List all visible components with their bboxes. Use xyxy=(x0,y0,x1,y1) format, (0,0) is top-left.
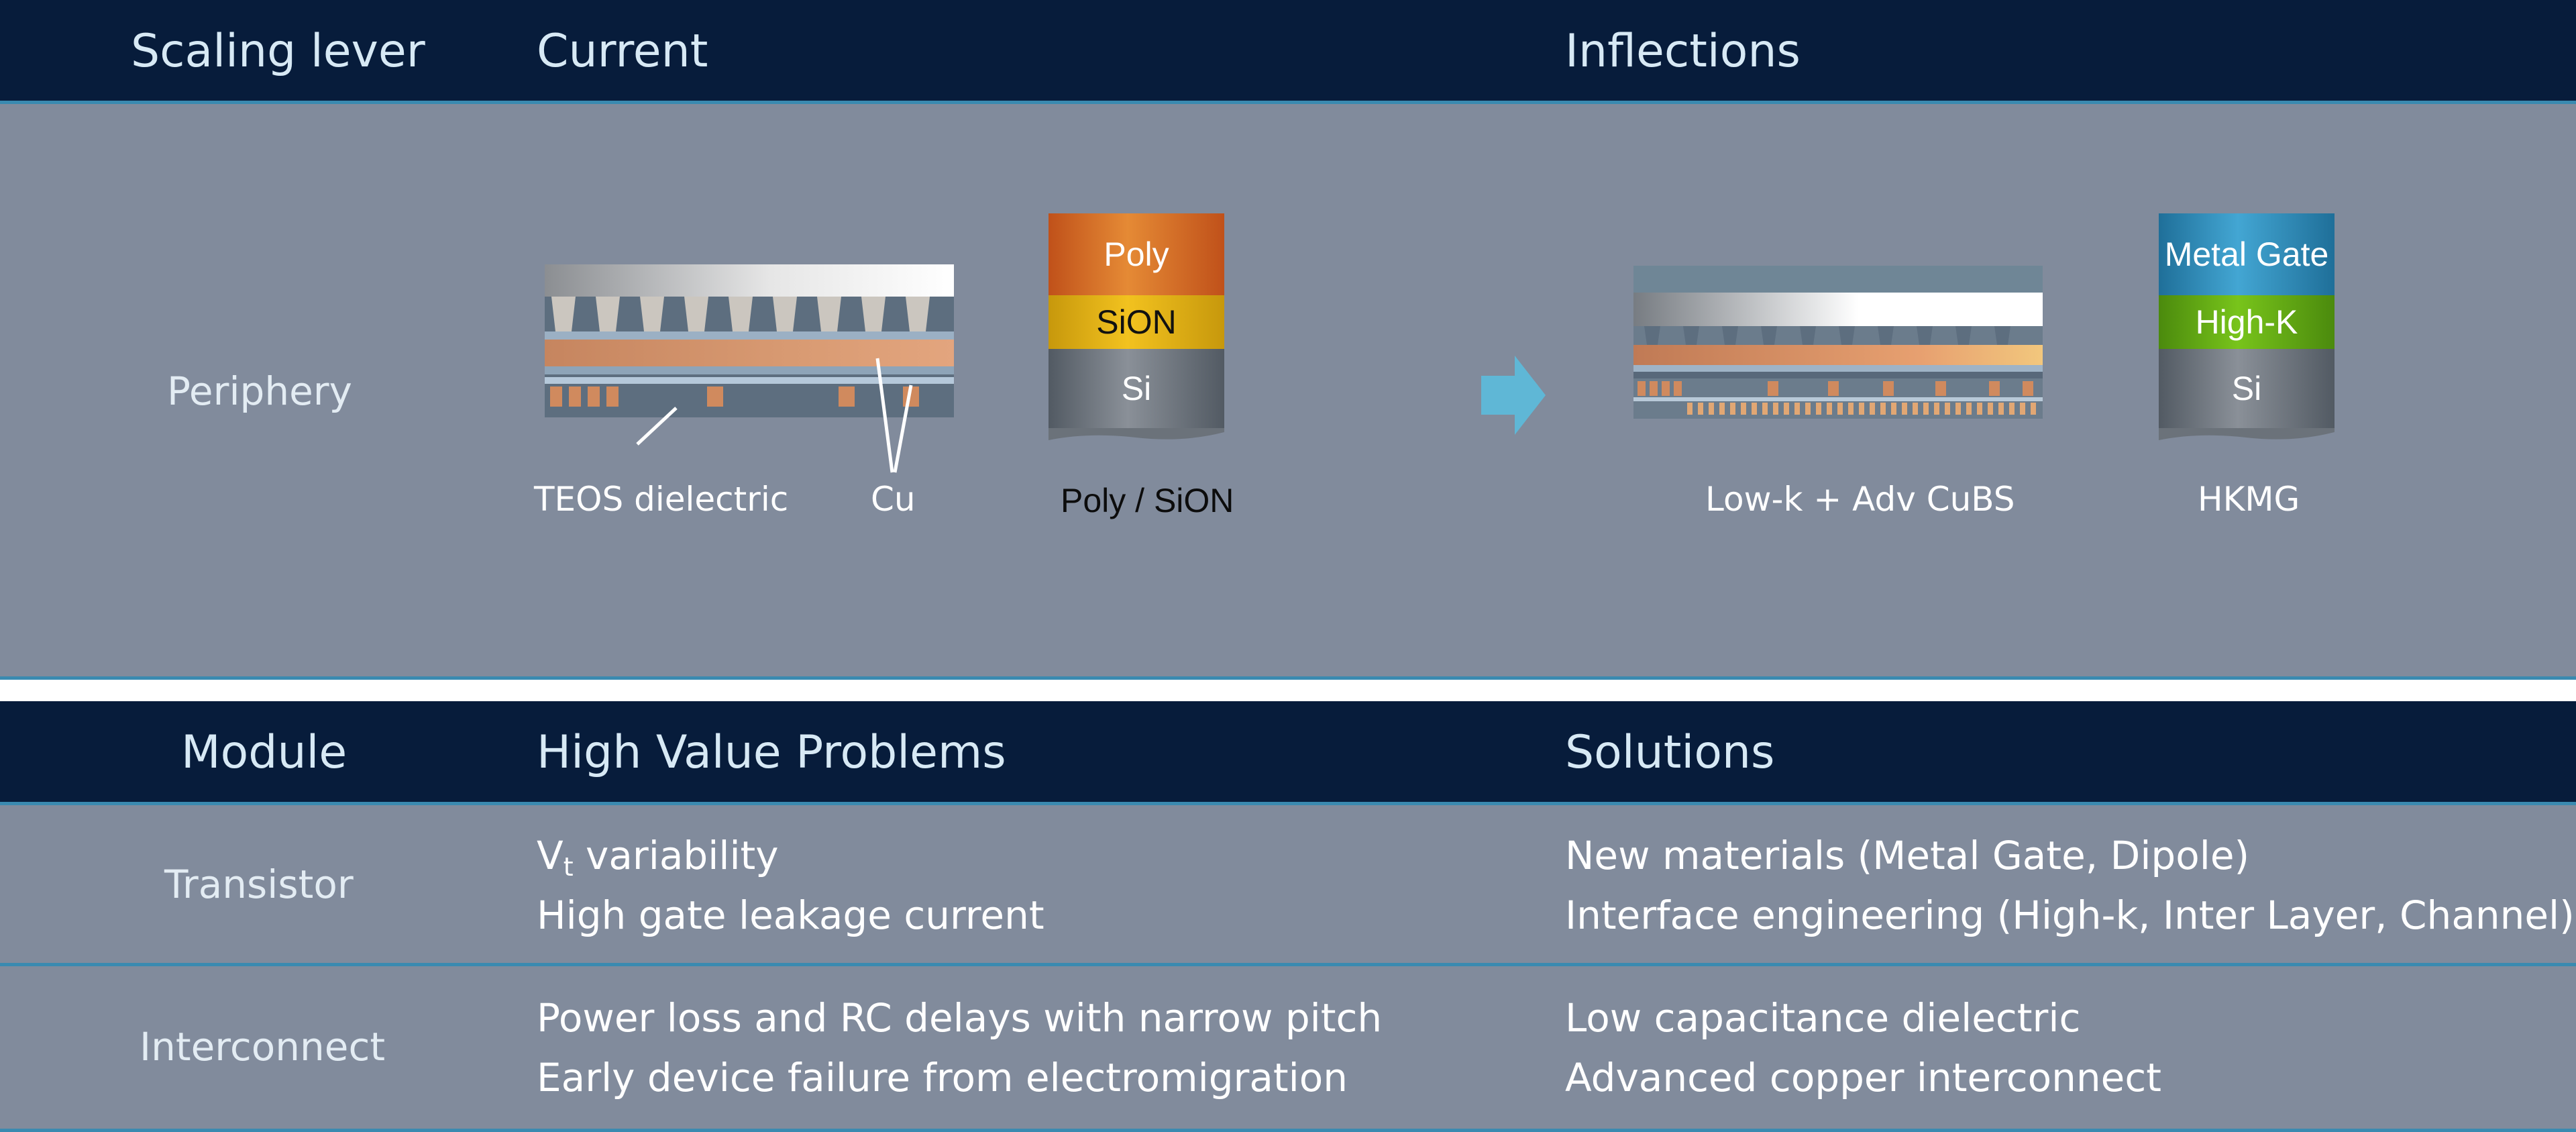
header-inflections: Inflections xyxy=(1565,25,1801,78)
layer-sion: SiON xyxy=(1049,295,1224,349)
problem-power-loss-rc: Power loss and RC delays with narrow pit… xyxy=(537,995,1383,1041)
si-wavy-bottom xyxy=(1049,428,1224,440)
top-body-band xyxy=(0,104,2576,678)
layer-si: Si xyxy=(2159,349,2334,428)
caption-low-k-adv-cubs: Low-k + Adv CuBS xyxy=(1705,480,2015,519)
bottom-table-bottom-rule xyxy=(0,1129,2576,1132)
solution-interface-engineering: Interface engineering (High-k, Inter Lay… xyxy=(1565,892,2575,938)
solution-new-materials: New materials (Metal Gate, Dipole) xyxy=(1565,833,2250,878)
solution-low-capacitance: Low capacitance dielectric xyxy=(1565,995,2081,1041)
top-header-band xyxy=(0,0,2576,104)
row-label-periphery: Periphery xyxy=(167,368,352,414)
layer-poly: Poly xyxy=(1049,213,1224,295)
poly-sion-gate-stack: Poly SiON Si xyxy=(1049,213,1224,442)
vt-rest: variability xyxy=(573,833,779,878)
caption-hkmg: HKMG xyxy=(2198,480,2300,519)
layer-metal-gate: Metal Gate xyxy=(2159,213,2334,295)
caption-poly-sion: Poly / SiON xyxy=(1061,482,1234,519)
header-solutions: Solutions xyxy=(1565,726,1775,779)
problem-electromigration: Early device failure from electromigrati… xyxy=(537,1055,1348,1100)
solution-advanced-copper: Advanced copper interconnect xyxy=(1565,1055,2161,1100)
top-table-bottom-rule xyxy=(0,676,2576,680)
row-band-interconnect xyxy=(0,966,2576,1129)
label-teos-dielectric: TEOS dielectric xyxy=(534,480,789,519)
hkmg-gate-stack: Metal Gate High-K Si xyxy=(2159,213,2334,442)
vt-symbol: V xyxy=(537,833,564,878)
layer-si: Si xyxy=(1049,349,1224,428)
layer-high-k: High-K xyxy=(2159,295,2334,349)
problem-gate-leakage: High gate leakage current xyxy=(537,892,1044,938)
current-interconnect-cross-section xyxy=(545,264,954,473)
row-band-transistor xyxy=(0,805,2576,963)
advanced-interconnect-cross-section xyxy=(1633,266,2043,419)
label-cu: Cu xyxy=(871,480,916,519)
vt-subscript: t xyxy=(563,852,574,882)
module-transistor: Transistor xyxy=(164,862,354,907)
header-current: Current xyxy=(537,25,708,78)
row-divider xyxy=(0,963,2576,966)
si-wavy-bottom xyxy=(2159,428,2334,440)
header-module: Module xyxy=(181,726,347,779)
header-high-value-problems: High Value Problems xyxy=(537,726,1006,779)
problem-vt-variability: Vt variability xyxy=(537,825,779,897)
transition-arrow-icon xyxy=(1481,356,1546,435)
bottom-header-band xyxy=(0,701,2576,805)
module-interconnect: Interconnect xyxy=(140,1024,386,1070)
header-scaling-lever: Scaling lever xyxy=(131,25,425,78)
